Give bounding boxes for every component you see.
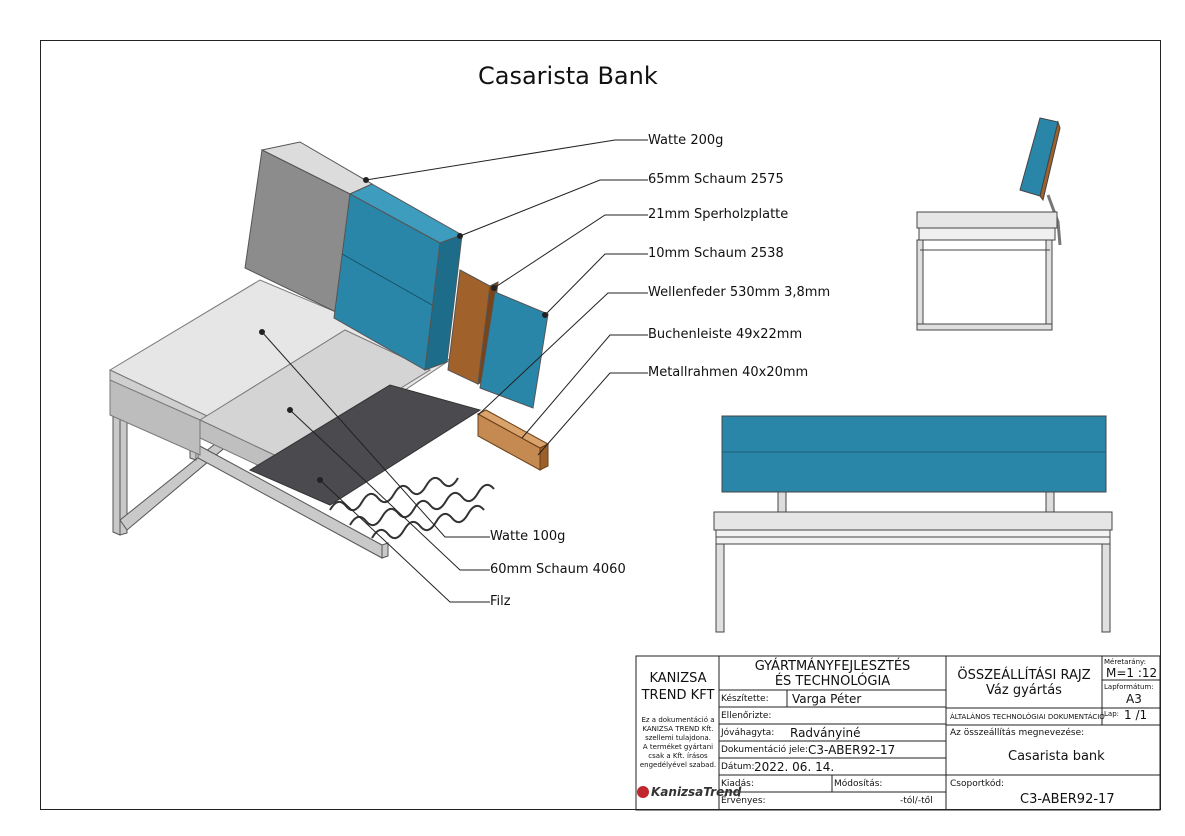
made-by-label: Készítette:	[721, 694, 769, 704]
group-code-label: Csoportkód:	[950, 779, 1005, 789]
exploded-view	[108, 139, 648, 603]
modification-label: Módosítás:	[834, 779, 883, 789]
wave-springs	[329, 476, 495, 540]
general-doc-label: ÁLTALÁNOS TECHNOLÓGIAI DOKUMENTÁCIÓ	[950, 713, 1105, 721]
callout-watte-100g: Watte 100g	[490, 529, 566, 544]
doc-id-value: C3-ABER92-17	[808, 743, 896, 757]
logo-icon	[637, 786, 649, 798]
side-view	[916, 117, 1062, 331]
drawing-type-line-2: Váz gyártás	[986, 683, 1062, 698]
doc-id-label: Dokumentáció jele:	[721, 745, 809, 755]
assembly-name: Casarista bank	[1008, 749, 1105, 764]
beech-strip	[476, 409, 550, 471]
valid-range: -tól/-től	[900, 796, 933, 806]
callout-watte-200g: Watte 200g	[648, 133, 724, 148]
callout-sperholzplatte: 21mm Sperholzplatte	[648, 207, 789, 222]
approved-label: Jóváhagyta:	[721, 728, 775, 738]
drawing-title: Casarista Bank	[478, 62, 658, 90]
company-logo: KanizsaTrend	[637, 785, 741, 799]
copyright-line: engedélyével szabad.	[639, 761, 717, 769]
callout-filz: Filz	[490, 594, 511, 609]
copyright-line: A terméket gyártani	[642, 743, 714, 751]
approved-value: Radványiné	[790, 726, 861, 740]
company-name: KANIZSA TREND KFT	[638, 670, 718, 704]
front-view	[713, 415, 1113, 633]
callout-wellenfeder: Wellenfeder 530mm 3,8mm	[648, 285, 831, 300]
copyright-line: szellemi tulajdona.	[645, 734, 711, 742]
backrest	[244, 141, 549, 409]
copyright-line: KANIZSA TREND Kft.	[642, 725, 714, 733]
date-label: Dátum:	[721, 762, 755, 772]
company-line-2: TREND KFT	[641, 688, 715, 703]
sheet-format-value: A3	[1126, 692, 1142, 706]
copyright-line: Ez a dokumentáció a	[641, 716, 715, 724]
drawing-type: ÖSSZEÁLLÍTÁSI RAJZ Váz gyártás	[946, 668, 1102, 698]
department-line-1: GYÁRTMÁNYFEJLESZTÉS	[754, 659, 911, 674]
issue-label: Kiadás:	[721, 779, 754, 789]
drawing-frame	[40, 40, 1161, 810]
callout-buchenleiste: Buchenleiste 49x22mm	[648, 327, 803, 342]
department-line-2: ÉS TECHNOLÓGIA	[774, 674, 891, 689]
company-line-1: KANIZSA	[649, 671, 707, 686]
checked-label: Ellenőrizte:	[721, 711, 772, 721]
callout-schaum-2575: 65mm Schaum 2575	[648, 172, 784, 187]
department: GYÁRTMÁNYFEJLESZTÉS ÉS TECHNOLÓGIA	[719, 659, 946, 689]
scale-label: Méretarány:	[1104, 658, 1147, 666]
date-value: 2022. 06. 14.	[754, 760, 835, 774]
group-code: C3-ABER92-17	[1020, 792, 1115, 807]
logo-text: KanizsaTrend	[651, 785, 742, 799]
sheet-format-label: Lapformátum:	[1104, 683, 1154, 691]
scale-value: M=1 :12	[1106, 666, 1158, 680]
copyright-line: csak a Kft. írásos	[648, 752, 708, 760]
callout-schaum-4060: 60mm Schaum 4060	[490, 562, 626, 577]
callout-schaum-2538: 10mm Schaum 2538	[648, 246, 784, 261]
valid-label: Érvényes:	[721, 796, 766, 806]
felt-layer	[248, 384, 482, 506]
copyright-note: Ez a dokumentáció a KANIZSA TREND Kft. s…	[638, 716, 718, 770]
drawing-type-line-1: ÖSSZEÁLLÍTÁSI RAJZ	[957, 668, 1091, 683]
sheet-value: 1 /1	[1124, 708, 1148, 722]
sheet-label: Lap:	[1104, 710, 1119, 718]
leader-lines	[259, 139, 648, 603]
assembly-name-label: Az összeállítás megnevezése:	[950, 728, 1085, 738]
callout-metallrahmen: Metallrahmen 40x20mm	[648, 365, 809, 380]
title-block-grid	[635, 655, 1161, 811]
made-by-value: Varga Péter	[792, 692, 862, 706]
